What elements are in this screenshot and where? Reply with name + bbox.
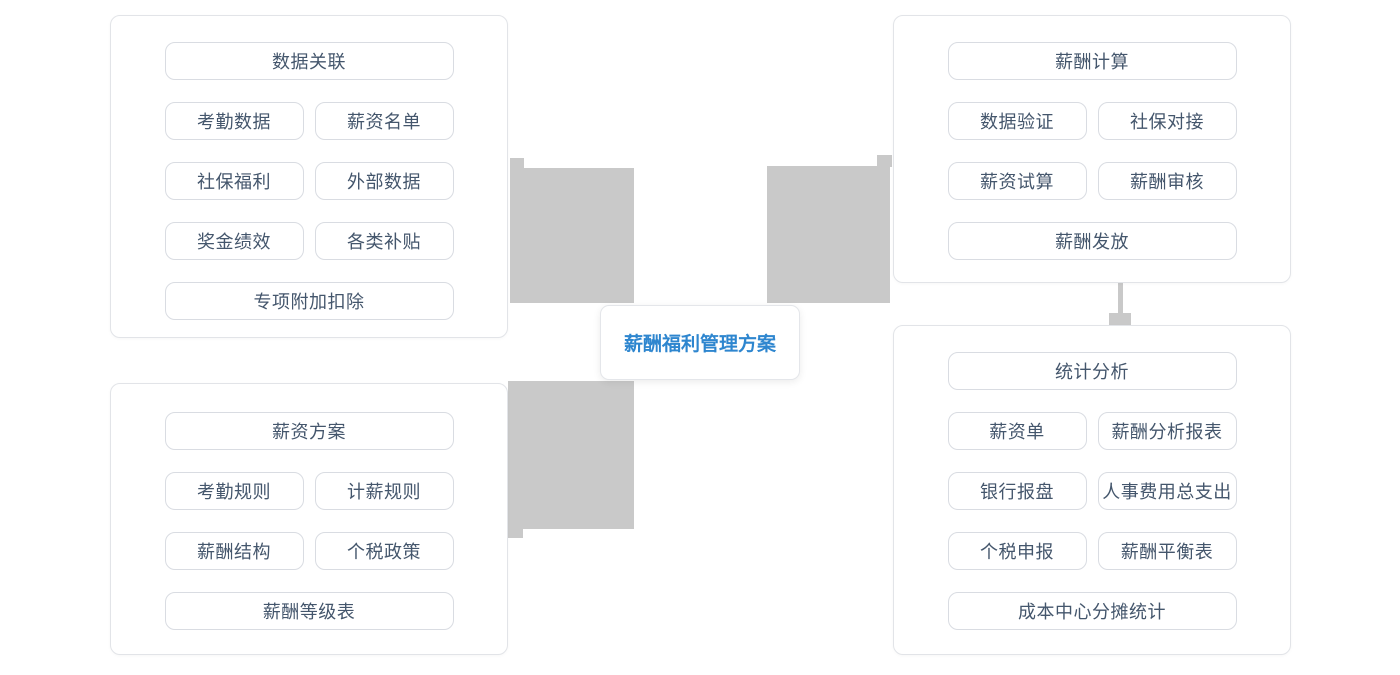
node-data-validation[interactable]: 数据验证 xyxy=(947,102,1087,140)
panel-row: 统计分析 xyxy=(947,352,1237,390)
node-salary-trial-calculation[interactable]: 薪资试算 xyxy=(947,162,1087,200)
node-external-data[interactable]: 外部数据 xyxy=(314,162,454,200)
root-node-salary-benefit-management[interactable]: 薪酬福利管理方案 xyxy=(600,305,800,380)
connector-right-block xyxy=(1109,313,1131,325)
panel-salary-calculation: 薪酬计算 数据验证 社保对接 薪资试算 薪酬审核 薪酬发放 xyxy=(893,15,1291,283)
connector-right-line xyxy=(1118,283,1123,314)
node-payslip[interactable]: 薪资单 xyxy=(947,412,1087,450)
node-bonus-performance[interactable]: 奖金绩效 xyxy=(164,222,304,260)
connector-top-left-stub xyxy=(510,158,524,169)
panel-row: 薪酬计算 xyxy=(947,42,1237,80)
node-social-security-integration[interactable]: 社保对接 xyxy=(1097,102,1237,140)
node-salary-analysis-report[interactable]: 薪酬分析报表 xyxy=(1097,412,1237,450)
panel-row: 考勤规则 计薪规则 xyxy=(164,472,454,510)
node-salary-calculation[interactable]: 薪酬计算 xyxy=(947,42,1237,80)
node-payroll-roster[interactable]: 薪资名单 xyxy=(314,102,454,140)
node-social-security-benefits[interactable]: 社保福利 xyxy=(164,162,304,200)
node-salary-grade-table[interactable]: 薪酬等级表 xyxy=(164,592,454,630)
node-data-association[interactable]: 数据关联 xyxy=(164,42,454,80)
node-cost-center-allocation[interactable]: 成本中心分摊统计 xyxy=(947,592,1237,630)
panel-data-association: 数据关联 考勤数据 薪资名单 社保福利 外部数据 奖金绩效 各类补贴 专项附加扣… xyxy=(110,15,508,338)
node-salary-scheme[interactable]: 薪资方案 xyxy=(164,412,454,450)
panel-statistical-analysis: 统计分析 薪资单 薪酬分析报表 银行报盘 人事费用总支出 个税申报 薪酬平衡表 … xyxy=(893,325,1291,655)
node-attendance-rules[interactable]: 考勤规则 xyxy=(164,472,304,510)
panel-row: 考勤数据 薪资名单 xyxy=(164,102,454,140)
node-salary-review[interactable]: 薪酬审核 xyxy=(1097,162,1237,200)
node-subsidies[interactable]: 各类补贴 xyxy=(314,222,454,260)
node-attendance-data[interactable]: 考勤数据 xyxy=(164,102,304,140)
connector-top-left xyxy=(510,168,634,303)
node-statistical-analysis[interactable]: 统计分析 xyxy=(947,352,1237,390)
node-individual-tax-declaration[interactable]: 个税申报 xyxy=(947,532,1087,570)
panel-row: 薪资试算 薪酬审核 xyxy=(947,162,1237,200)
panel-salary-scheme: 薪资方案 考勤规则 计薪规则 薪酬结构 个税政策 薪酬等级表 xyxy=(110,383,508,655)
node-salary-balance-sheet[interactable]: 薪酬平衡表 xyxy=(1097,532,1237,570)
panel-row: 薪酬等级表 xyxy=(164,592,454,630)
connector-bottom-left xyxy=(508,381,634,529)
panel-row: 社保福利 外部数据 xyxy=(164,162,454,200)
panel-row: 专项附加扣除 xyxy=(164,282,454,320)
panel-row: 薪资单 薪酬分析报表 xyxy=(947,412,1237,450)
node-special-additional-deductions[interactable]: 专项附加扣除 xyxy=(164,282,454,320)
connector-bottom-left-stub xyxy=(508,529,523,538)
panel-row: 薪资方案 xyxy=(164,412,454,450)
node-salary-structure[interactable]: 薪酬结构 xyxy=(164,532,304,570)
panel-row: 成本中心分摊统计 xyxy=(947,592,1237,630)
connector-top-right xyxy=(767,166,890,303)
panel-row: 数据关联 xyxy=(164,42,454,80)
node-pay-calculation-rules[interactable]: 计薪规则 xyxy=(314,472,454,510)
node-bank-disk-report[interactable]: 银行报盘 xyxy=(947,472,1087,510)
panel-row: 薪酬发放 xyxy=(947,222,1237,260)
panel-row: 银行报盘 人事费用总支出 xyxy=(947,472,1237,510)
node-individual-tax-policy[interactable]: 个税政策 xyxy=(314,532,454,570)
node-hr-total-expense[interactable]: 人事费用总支出 xyxy=(1097,472,1237,510)
panel-row: 数据验证 社保对接 xyxy=(947,102,1237,140)
connector-top-right-stub xyxy=(877,155,892,167)
panel-row: 奖金绩效 各类补贴 xyxy=(164,222,454,260)
panel-row: 个税申报 薪酬平衡表 xyxy=(947,532,1237,570)
node-salary-payout[interactable]: 薪酬发放 xyxy=(947,222,1237,260)
panel-row: 薪酬结构 个税政策 xyxy=(164,532,454,570)
